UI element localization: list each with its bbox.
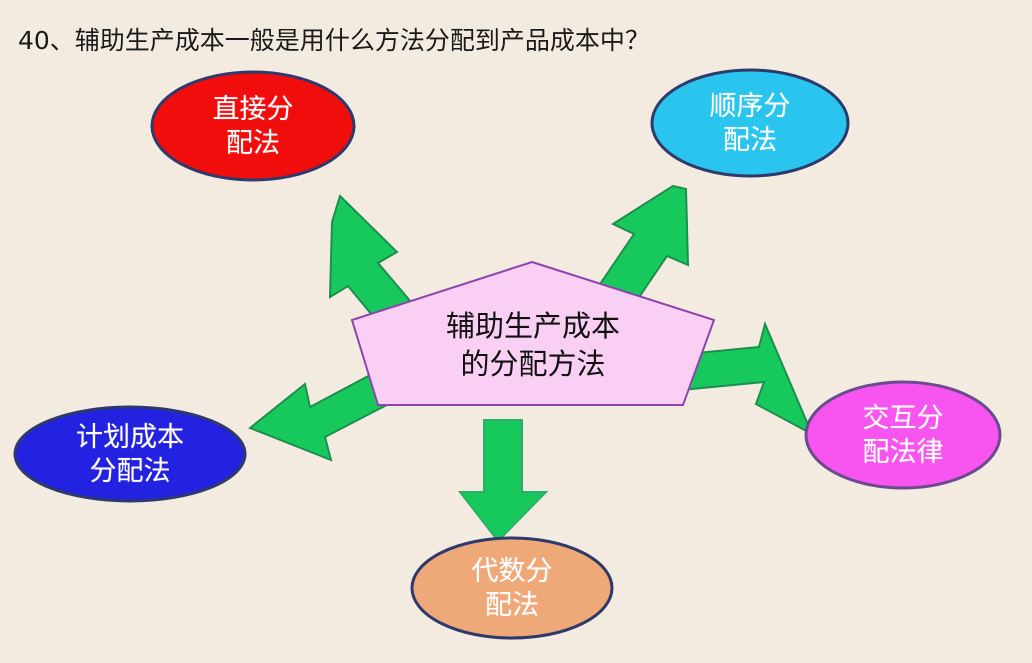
node-reciprocal[interactable] [804, 380, 1002, 490]
node-planned-cost[interactable] [13, 405, 247, 503]
node-direct[interactable] [150, 70, 356, 182]
arrow-to-algebraic [457, 419, 549, 543]
page-title: 40、辅助生产成本一般是用什么方法分配到产品成本中？ [18, 26, 650, 55]
center-pentagon[interactable] [350, 260, 716, 406]
node-sequential[interactable] [650, 68, 850, 178]
node-algebraic[interactable] [410, 536, 614, 640]
